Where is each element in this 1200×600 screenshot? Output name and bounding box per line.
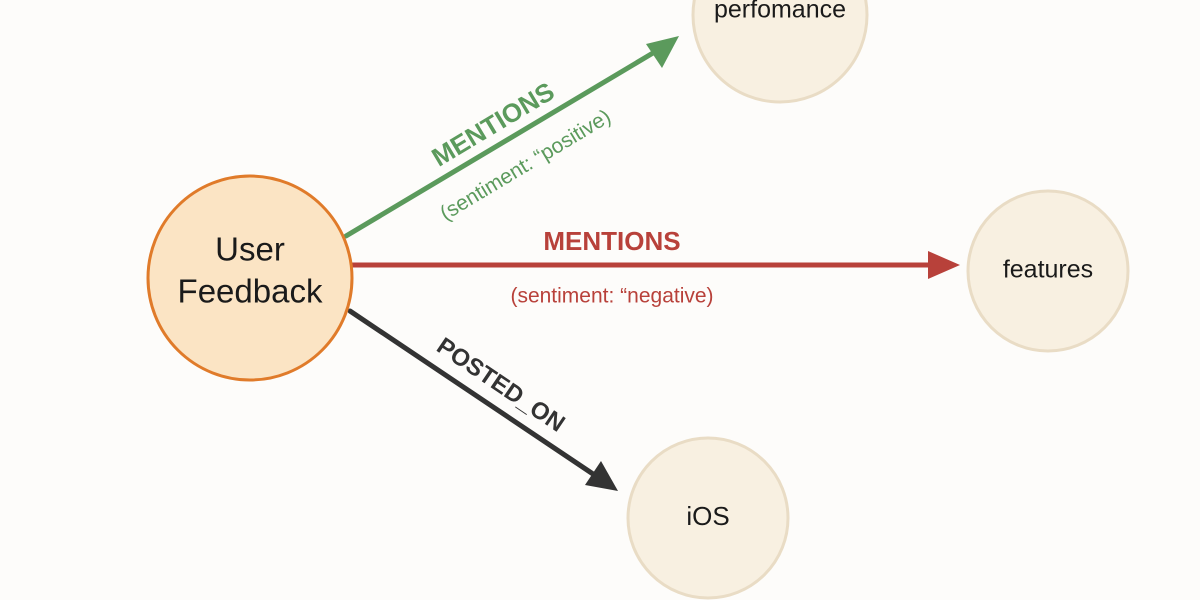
edge-line-positive xyxy=(343,47,661,239)
edge-posted-on: POSTED_ON xyxy=(347,308,618,491)
edge-mentions-positive: MENTIONS (sentiment: “positive) xyxy=(343,36,679,239)
edge-label-posted-on: POSTED_ON xyxy=(432,332,570,437)
node-label-performance: perfomance xyxy=(714,0,846,24)
node-ios[interactable]: iOS xyxy=(626,436,790,600)
arrowhead-negative xyxy=(928,251,960,279)
node-features[interactable]: features xyxy=(966,189,1130,353)
node-label-user-feedback-line1: User xyxy=(215,231,285,268)
edge-mentions-negative: MENTIONS (sentiment: “negative) xyxy=(349,226,960,308)
arrowhead-posted-on xyxy=(585,461,618,491)
edge-label-mentions-negative: MENTIONS xyxy=(543,226,680,256)
edge-line-posted-on xyxy=(347,308,599,479)
node-circle-user-feedback xyxy=(146,174,354,382)
arrowhead-positive xyxy=(646,36,679,68)
node-circle-features xyxy=(966,189,1130,353)
node-performance[interactable]: perfomance xyxy=(691,0,869,104)
node-label-features: features xyxy=(1003,256,1093,284)
node-circle-ios xyxy=(626,436,790,600)
node-label-user-feedback-line2: Feedback xyxy=(178,273,323,310)
edge-property-negative: (sentiment: “negative) xyxy=(510,285,713,308)
node-user-feedback[interactable]: User Feedback xyxy=(146,174,354,382)
node-circle-performance xyxy=(691,0,869,104)
node-label-ios: iOS xyxy=(686,501,729,531)
